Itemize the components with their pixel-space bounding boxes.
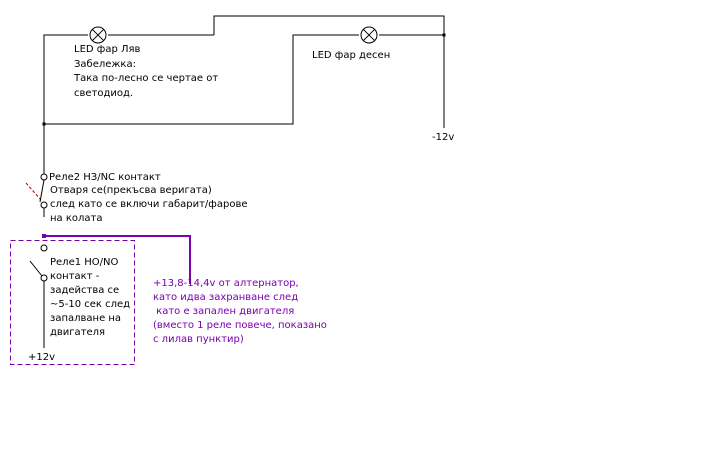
- note-line-2: светодиод.: [74, 88, 133, 99]
- note-line-1: Така по-лесно се чертае от: [73, 73, 218, 84]
- relay2-line-3: след като се включи габарит/фарове: [50, 199, 248, 210]
- relay1-line-4: ~5-10 сек след: [50, 299, 130, 310]
- relay2-nc-contact-icon: [25, 173, 48, 209]
- relay2-line-2: Отваря се(прекъсва веригата): [50, 185, 212, 196]
- lamp-left-icon: [89, 26, 107, 44]
- relay1-no-contact-icon: [29, 244, 48, 282]
- relay1-line-5: запалване на: [50, 313, 121, 324]
- lamp-right-label: LED фар десен: [312, 50, 390, 61]
- plus-terminal-label: +12v: [28, 352, 55, 363]
- relay2-line-1: Реле2 НЗ/NC контакт: [49, 172, 161, 183]
- relay1-line-2: контакт -: [50, 271, 100, 282]
- junction-dots: [42, 33, 446, 126]
- alternator-feed-wire: [44, 235, 191, 284]
- relay1-line-3: задейства се: [50, 285, 119, 296]
- wiring: [43, 15, 445, 348]
- relay1-line-1: Реле1 НО/NO: [50, 257, 119, 268]
- alternator-note-line-4: (вместо 1 реле повече, показано: [153, 320, 327, 331]
- minus-terminal-label: -12v: [432, 132, 454, 143]
- alternator-note-line-3: като е запален двигателя: [153, 306, 294, 317]
- lamp-left-label: LED фар Ляв: [74, 44, 141, 55]
- alternator-note-line-2: като идва захранване след: [153, 292, 298, 303]
- feed-junction-dot: [42, 234, 46, 238]
- relay1-dashed-box: [10, 240, 135, 365]
- alternator-note-line-1: +13,8-14,4v от алтернатор,: [153, 278, 299, 289]
- alternator-note-line-5: с лилав пунктир): [153, 334, 244, 345]
- relay2-line-4: на колата: [50, 213, 102, 224]
- note-title: Забележка:: [74, 59, 136, 70]
- relay1-line-6: двигателя: [50, 327, 105, 338]
- lamp-right-icon: [360, 26, 378, 44]
